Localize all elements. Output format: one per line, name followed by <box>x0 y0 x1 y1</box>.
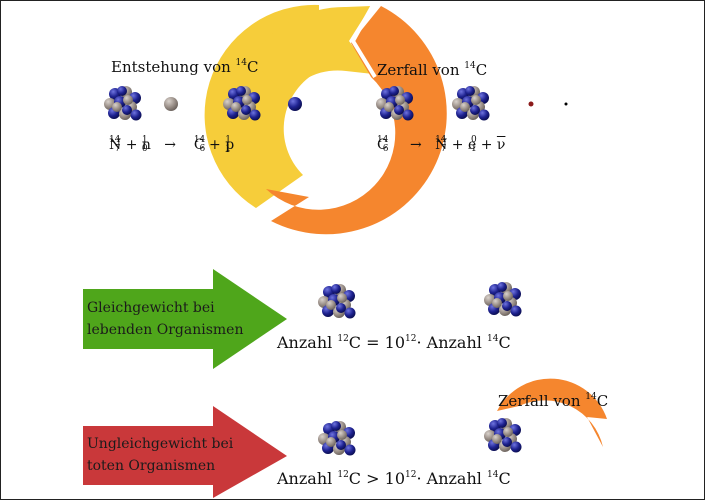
nucleus-c12-living <box>318 284 356 319</box>
label-disequilibrium: Ungleichgewicht bei toten Organismen <box>87 436 234 474</box>
title-zerfall: Zerfall von 14C <box>377 61 488 79</box>
title-entstehung: Entstehung von 14C <box>111 58 259 76</box>
formula-equilibrium: Anzahl 12C = 1012· Anzahl 14C <box>277 333 511 352</box>
proton-particle <box>288 97 302 111</box>
nucleus-c12-dead <box>318 421 356 456</box>
cycle-arrow-orange-outline <box>350 4 377 79</box>
nucleus-n14-left <box>104 86 142 121</box>
neutron-particle <box>164 97 178 111</box>
label-equilibrium: Gleichgewicht bei lebenden Organismen <box>87 300 244 338</box>
cycle-arrow-orange <box>266 6 447 235</box>
title-decay-small: Zerfall von 14C <box>498 392 609 410</box>
cycle-arrow-yellow-top <box>251 6 373 96</box>
decay-arc-orange <box>497 378 607 447</box>
nucleus-c14-living <box>484 282 522 317</box>
electron-particle <box>528 101 534 107</box>
antineutrino-particle <box>564 102 568 106</box>
formula-disequilibrium: Anzahl 12C > 1012· Anzahl 14C <box>277 469 511 488</box>
nucleus-n14-right <box>452 86 490 121</box>
green-arrow <box>83 269 287 369</box>
red-arrow <box>83 406 287 498</box>
nucleus-c14-dead <box>484 418 522 453</box>
